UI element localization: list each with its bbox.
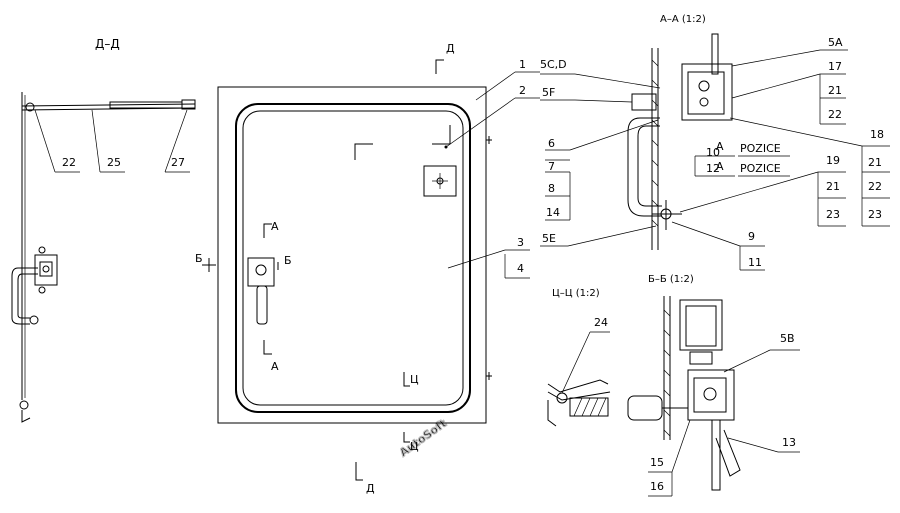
- label-5a: 5A: [828, 36, 843, 49]
- label-12: 12: [706, 162, 720, 175]
- door-main-view: 1 2 3 4: [217, 58, 540, 424]
- label-5b: 5B: [780, 332, 795, 345]
- label-23-a: 23: [826, 208, 840, 221]
- cut-b-left: Б: [195, 252, 203, 265]
- label-15: 15: [650, 456, 664, 469]
- cut-d-top: Д: [446, 42, 455, 55]
- label-22-a: 22: [828, 108, 842, 121]
- label-17: 17: [828, 60, 842, 73]
- label-25: 25: [107, 156, 121, 169]
- label-3: 3: [517, 236, 524, 249]
- label-5f: 5F: [542, 86, 555, 99]
- cut-markers: Д Д А А Б Б Ц Ц: [195, 42, 455, 495]
- label-21-c: 21: [826, 180, 840, 193]
- label-10: 10: [706, 146, 720, 159]
- section-aa-title: А–А (1:2): [660, 14, 706, 25]
- cut-c-bottom: Ц: [410, 440, 419, 453]
- label-23-b: 23: [868, 208, 882, 221]
- cut-a-top: А: [271, 220, 279, 233]
- section-bb-title: Б–Б (1:2): [648, 274, 694, 285]
- cut-c-top: Ц: [410, 373, 419, 386]
- label-18: 18: [870, 128, 884, 141]
- label-2: 2: [519, 84, 526, 97]
- label-9: 9: [748, 230, 755, 243]
- label-22-dd: 22: [62, 156, 76, 169]
- label-16: 16: [650, 480, 664, 493]
- label-14: 14: [546, 206, 560, 219]
- label-a-2: A: [716, 160, 724, 173]
- label-6: 6: [548, 137, 555, 150]
- label-4: 4: [517, 262, 524, 275]
- label-8: 8: [548, 182, 555, 195]
- section-dd-view: Д–Д 22 25 27: [11, 37, 196, 423]
- label-7: 7: [548, 160, 555, 173]
- label-5cd: 5C,D: [540, 58, 567, 71]
- label-21-a: 21: [828, 84, 842, 97]
- label-pozice-1: POZICE: [740, 142, 781, 155]
- cut-b-right: Б: [284, 254, 292, 267]
- label-1: 1: [519, 58, 526, 71]
- label-11: 11: [748, 256, 762, 269]
- label-19: 19: [826, 154, 840, 167]
- section-bb-view: Б–Б (1:2) 5B 13 15 16: [627, 274, 800, 497]
- cut-a-bottom: А: [271, 360, 279, 373]
- label-pozice-2: POZICE: [740, 162, 781, 175]
- label-24: 24: [594, 316, 608, 329]
- label-27: 27: [171, 156, 185, 169]
- section-cc-view: Ц–Ц (1:2) 24: [547, 288, 611, 427]
- label-22-b: 22: [868, 180, 882, 193]
- label-5e: 5E: [542, 232, 556, 245]
- section-dd-title: Д–Д: [95, 37, 120, 51]
- cut-d-bottom: Д: [366, 482, 375, 495]
- label-a-1: A: [716, 140, 724, 153]
- section-aa-view: А–А (1:2) 5C,D 5F 6 7: [540, 14, 890, 271]
- label-13: 13: [782, 436, 796, 449]
- label-21-b: 21: [868, 156, 882, 169]
- section-cc-title: Ц–Ц (1:2): [552, 288, 600, 299]
